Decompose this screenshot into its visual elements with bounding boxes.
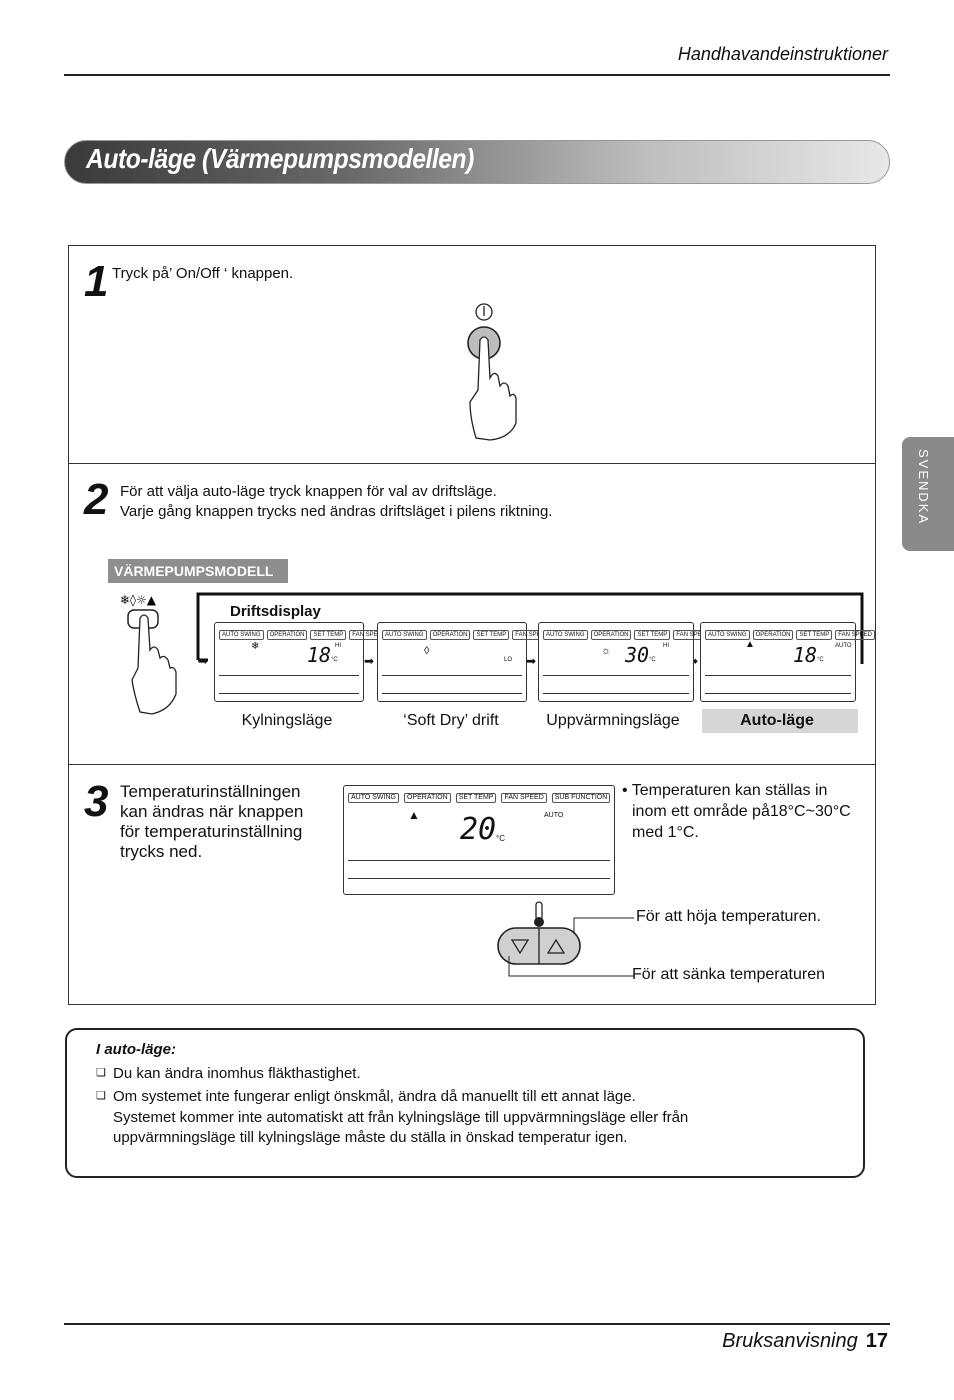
step-divider-2 [68,764,876,765]
heat-pump-model-badge: VÄRMEPUMPSMODELL [108,559,288,583]
cycle-bracket [196,592,864,664]
note-item2-line1: Om systemet inte fungerar enligt önskmål… [113,1088,636,1105]
step2-line2: Varje gång knappen trycks ned ändras dri… [120,503,553,520]
lower-temp-label: För att sänka temperaturen [632,966,825,983]
lcd-tag: SET TEMP [473,630,510,640]
footer: Bruksanvisning 17 [722,1330,888,1353]
footer-title: Bruksanvisning [722,1330,858,1352]
lcd-tag: SET TEMP [455,793,497,803]
lcd-tag: SET TEMP [634,630,671,640]
up-arrow-icon [546,938,566,954]
lcd-tag: OPERATION [403,793,451,803]
arrow-icon: ➡ [526,654,537,668]
step1-number: 1 [84,257,109,306]
lcd-tag: AUTO SWING [382,630,427,640]
arrow-icon: ➡ [198,654,209,668]
lcd-tag: FAN SPEED [835,630,875,640]
note-item2-line3: uppvärmningsläge till kylningsläge måste… [113,1129,628,1146]
checkbox-icon: ❏ [96,1090,106,1102]
mode-icons: ❄◊☼▲ [120,593,157,607]
mode-label-cooling: Kylningsläge [241,712,333,729]
lcd-tag: OPERATION [590,630,632,640]
lcd-set-temp: AUTO SWING OPERATION SET TEMP FAN SPEED SUB … [343,785,615,895]
lcd-unit: °C [649,657,656,663]
footer-rule [64,1323,890,1325]
steps-panel [68,245,876,1005]
range-line1: • Temperaturen kan ställas in [622,782,828,799]
down-arrow-icon [510,939,530,955]
step3-line2: kan ändras när knappen [120,802,304,821]
lcd-fan: AUTO [544,812,564,819]
note-box [65,1028,865,1178]
power-icon [475,303,493,321]
mode-label-soft-dry: ‘Soft Dry’ drift [403,712,499,729]
section-title-bar [64,140,890,184]
lcd-tag: SET TEMP [796,630,833,640]
step3-line3: för temperaturinställning [120,822,303,841]
mode-label-heating: Uppvärmningsläge [546,712,680,729]
step-divider-1 [68,463,876,464]
lcd-tag: AUTO SWING [348,793,399,803]
step2-line1: För att välja auto-läge tryck knappen fö… [120,483,497,500]
temp-buttons-illustration [497,901,634,977]
lcd-tag: OPERATION [429,630,471,640]
header-title: Handhavandeinstruktioner [677,44,888,64]
lcd-unit: °C [817,657,824,663]
note-item1: Du kan ändra inomhus fläkthastighet. [113,1065,361,1082]
auto-icon: ▲ [745,639,755,650]
range-line3: med 1°C. [632,824,699,841]
step3-line4: trycks ned. [120,842,203,861]
note-title: I auto-läge: [96,1041,177,1058]
lcd-tag: OPERATION [266,630,308,640]
arrow-icon: ➡ [364,654,375,668]
auto-icon: ▲ [408,808,420,822]
lcd-tag: SUB FUNCTION [551,793,611,803]
raise-temp-label: För att höja temperaturen. [636,908,821,925]
auto-mode-highlight [702,709,858,733]
lcd-temp: 20 [460,812,497,847]
lcd-fan: AUTO [835,643,852,649]
checkbox-icon: ❏ [96,1067,106,1079]
lcd-fan: HI [663,643,669,649]
lcd-unit: °C [331,657,338,663]
section-title: Auto-läge (Värmepumpsmodellen) [86,143,474,174]
lcd-fan: HI [335,643,341,649]
header-rule [64,74,890,76]
lcd-tag: OPERATION [752,630,794,640]
mode-label-auto: Auto-läge [740,712,814,729]
note-item2-line2: Systemet kommer inte automatiskt att frå… [113,1109,689,1126]
display-caption: Driftsdisplay [230,603,321,620]
step3-number: 3 [84,777,109,826]
page-number: 17 [865,1330,888,1352]
lcd-temp: 18 [307,643,332,667]
step1-text: Tryck på’ On/Off ‘ knappen. [112,265,294,282]
power-button-hand-illustration [467,303,517,441]
lcd-temp: 18 [793,643,818,667]
lcd-tag: AUTO SWING [543,630,588,640]
language-tab-label: SVENDKA [916,449,931,526]
range-line2: inom ett område på18°C~30°C [632,803,851,820]
language-tab: SVENDKA [902,437,954,551]
lcd-temp: 30 [625,643,650,667]
droplet-icon: ◊ [424,645,430,657]
snowflake-icon: ❄ [251,641,260,652]
sun-icon: ☼ [601,645,612,657]
lcd-tag: FAN SPEED [501,793,547,803]
mode-button-hand-illustration: ❄◊☼▲ [120,593,177,715]
lcd-tag: SET TEMP [310,630,347,640]
lcd-unit: °C [496,834,505,843]
step3-line1: Temperaturinställningen [120,782,301,801]
step2-number: 2 [84,475,109,524]
lcd-tag: AUTO SWING [705,630,750,640]
lcd-tag: AUTO SWING [219,630,264,640]
lcd-fan: LO [504,657,513,663]
